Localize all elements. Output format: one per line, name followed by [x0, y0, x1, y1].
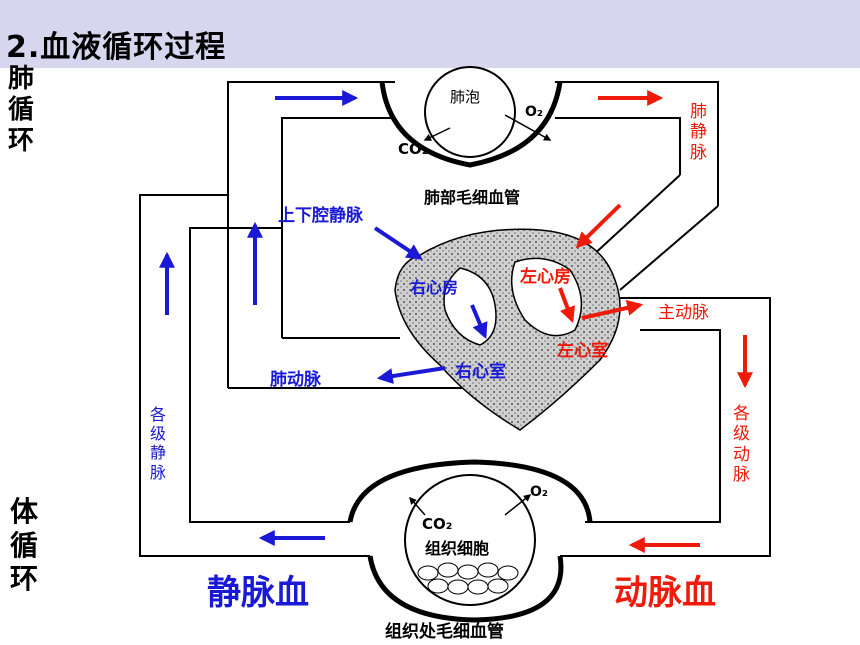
right-ventricle-label: 右心室 — [455, 362, 506, 382]
o2-label-tissue: O₂ — [530, 484, 549, 500]
tissue-cells-label: 组织细胞 — [425, 539, 490, 558]
title-bar — [0, 0, 860, 68]
cell-cluster — [417, 562, 519, 595]
left-atrium-label: 左心房 — [520, 267, 571, 287]
pulmonary-artery-label: 肺动脉 — [270, 370, 321, 390]
left-ventricle-label: 左心室 — [557, 341, 608, 361]
venous-blood-label: 静脉血 — [207, 573, 309, 613]
pulmonary-vessels — [227, 81, 719, 389]
arterial-blood-label: 动脉血 — [614, 573, 716, 613]
arrow-la-lv — [558, 287, 575, 323]
veins-all-levels-label: 各级静脉 — [150, 405, 167, 482]
arrow-aorta — [581, 299, 644, 320]
alveolus — [379, 66, 563, 168]
arrow-pulmonary-artery — [376, 366, 446, 384]
pulmonary-vein-label: 肺静脉 — [690, 102, 707, 163]
arterial-arrows — [558, 90, 753, 553]
vena-cava-label: 上下腔静脉 — [278, 206, 363, 226]
page-title: 2.血液循环过程 — [6, 30, 227, 65]
arteries-all-levels-label: 各级动脉 — [733, 404, 750, 486]
pulmonary-circulation-label: 肺循环 — [8, 64, 35, 157]
co2-label-tissue: CO₂ — [422, 515, 453, 533]
o2-label-lung: O₂ — [525, 104, 544, 120]
arrow-pulmonary-vein — [575, 203, 622, 249]
co2-label-lung: CO₂ — [398, 140, 429, 158]
right-atrium-label: 右心房 — [410, 278, 459, 297]
systemic-circulation-label: 体循环 — [10, 495, 39, 596]
arrow-ra-rv — [470, 304, 488, 339]
aorta-label: 主动脉 — [658, 303, 709, 323]
venous-arrows — [159, 90, 488, 546]
alveoli-label: 肺泡 — [450, 88, 481, 106]
tissue-capillaries-label: 组织处毛细血管 — [385, 622, 504, 642]
heart — [394, 228, 621, 431]
arrow-vena-cava — [373, 226, 423, 260]
systemic-vessels — [139, 194, 771, 557]
lung-capillaries-label: 肺部毛细血管 — [424, 188, 521, 207]
tissue-capillary — [347, 459, 593, 623]
